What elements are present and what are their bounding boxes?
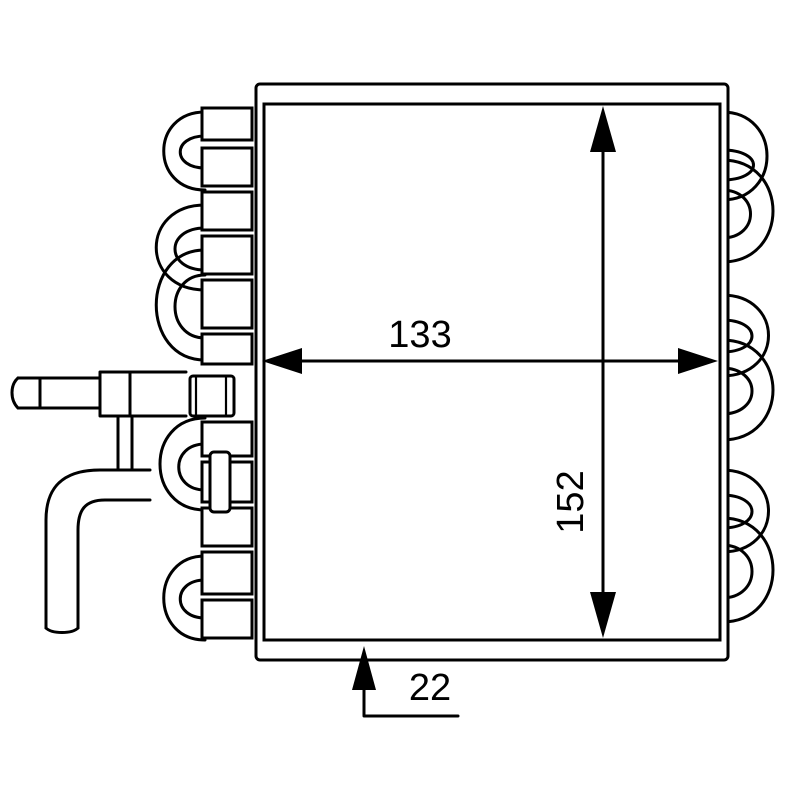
left-loop-5 bbox=[162, 554, 207, 642]
left-tube-loops bbox=[154, 110, 207, 642]
fitting bbox=[200, 278, 254, 330]
fitting bbox=[200, 506, 254, 548]
fitting bbox=[200, 146, 254, 188]
left-loop-1 bbox=[162, 110, 207, 192]
cooler-core bbox=[254, 82, 730, 662]
fitting bbox=[200, 190, 254, 232]
right-tube-loops bbox=[720, 110, 775, 624]
fitting bbox=[200, 234, 254, 276]
depth-dimension: 22 bbox=[352, 646, 460, 718]
pipe-fitting-nut bbox=[188, 374, 236, 418]
right-loop-4 bbox=[720, 338, 775, 442]
height-arrow-bottom bbox=[590, 592, 616, 638]
height-dimension: 152 bbox=[550, 106, 616, 638]
fitting bbox=[200, 420, 254, 458]
width-dimension-label: 133 bbox=[388, 314, 451, 356]
right-loop-6 bbox=[720, 516, 775, 624]
left-loop-2 bbox=[154, 203, 207, 292]
left-loop-3 bbox=[154, 248, 207, 362]
depth-dimension-label: 22 bbox=[409, 667, 451, 709]
left-loop-4 bbox=[158, 416, 207, 512]
right-loop-5 bbox=[720, 468, 770, 554]
fitting bbox=[200, 550, 254, 596]
fitting bbox=[200, 332, 254, 366]
height-arrow-top bbox=[590, 106, 616, 152]
inlet-outlet-pipes bbox=[10, 370, 236, 634]
right-loop-2 bbox=[720, 158, 775, 264]
fitting bbox=[200, 598, 254, 640]
core-outer-frame bbox=[254, 82, 730, 662]
height-dimension-label: 152 bbox=[550, 470, 592, 533]
core-inner-frame bbox=[262, 102, 722, 642]
fitting bbox=[200, 106, 254, 142]
width-arrow-left bbox=[262, 348, 302, 374]
depth-arrow bbox=[352, 646, 376, 690]
left-fittings-column bbox=[200, 106, 254, 640]
width-arrow-right bbox=[678, 348, 718, 374]
width-dimension: 133 bbox=[262, 314, 718, 374]
fitting-nut bbox=[208, 450, 232, 514]
